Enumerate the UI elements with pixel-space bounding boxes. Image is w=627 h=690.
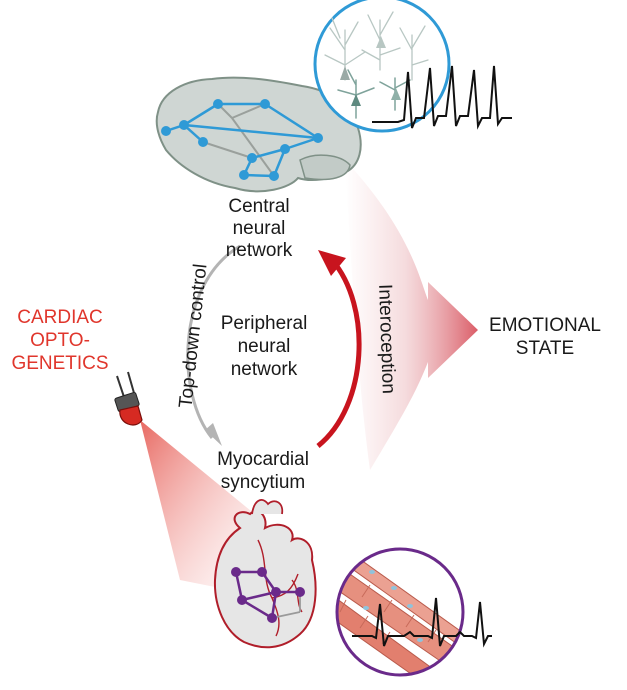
myocardial-label-line: Myocardial [217,449,309,470]
cardiomyocyte-inset [335,547,492,677]
central-neural-network-label: Central neural network [196,196,322,262]
brain-nodes [161,99,323,181]
emotional-flow-arrow [345,160,478,470]
action-potential-trace [372,65,512,130]
cardiac-label-line: CARDIAC [17,307,103,328]
brain-network-blue [165,102,319,178]
neuron-somas [340,36,401,106]
neuron-inset [313,0,512,133]
ecg-trace [352,597,492,648]
top-down-control-arrow [186,244,241,439]
peripheral-label-line: Peripheral [220,313,308,334]
myocardial-label-line: syncytium [220,472,306,493]
cardiac-label-line: OPTO- [30,330,90,351]
peripheral-neural-network-label: Peripheral neural network [198,312,330,381]
interoception-arrowhead [318,250,346,276]
aorta [251,499,284,515]
interoception-arrow [316,258,362,448]
neuron-inset-circle [313,0,451,133]
emotional-label-line: STATE [515,338,575,359]
myocardial-syncytium-label: Myocardial syncytium [198,448,328,494]
heart-illustration [213,499,317,649]
peripheral-label-line: network [230,359,298,380]
central-label-line: neural [232,218,286,239]
central-label-line: Central [228,196,290,217]
cardiac-label-line: GENETICS [11,353,109,374]
cerebellum [299,154,351,181]
emotional-state-label: EMOTIONAL STATE [470,314,620,360]
optogenetic-device [114,371,143,426]
top-down-arrowhead [205,423,222,446]
heart-nodes [231,567,305,623]
peripheral-label-line: neural [237,336,291,357]
brain-illustration [155,76,362,193]
emotional-label-line: EMOTIONAL [489,315,601,336]
central-label-line: network [225,240,293,261]
cardiac-optogenetics-label: CARDIAC OPTO- GENETICS [2,306,118,375]
